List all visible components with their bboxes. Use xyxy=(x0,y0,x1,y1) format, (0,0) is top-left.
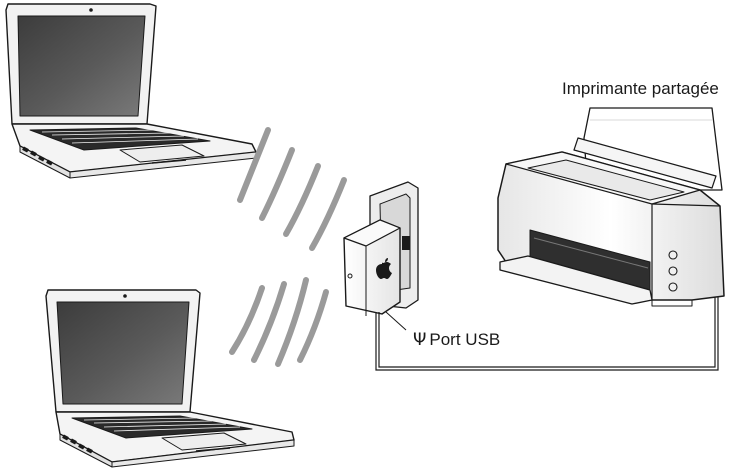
printer-icon xyxy=(497,107,725,307)
apple-logo-icon xyxy=(376,258,392,279)
airport-express-icon xyxy=(343,181,419,316)
camera-icon xyxy=(123,294,127,298)
usb-port-text: Port USB xyxy=(429,330,501,349)
camera-icon xyxy=(89,8,93,12)
laptop-bottom xyxy=(45,289,295,468)
wifi-waves-icon xyxy=(229,127,347,367)
usb-cable xyxy=(375,289,719,371)
printer-buttons xyxy=(668,250,678,292)
usb-icon: Ψ xyxy=(413,330,427,350)
laptop-top xyxy=(5,3,257,179)
printer-label: Imprimante partagée xyxy=(562,79,719,98)
